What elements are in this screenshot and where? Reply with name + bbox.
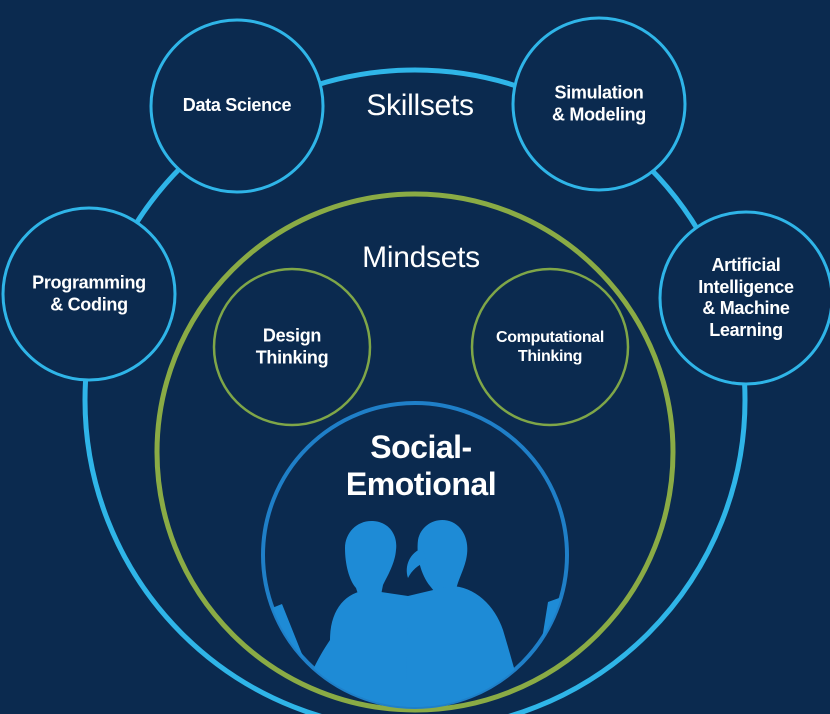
skillsets-title: Skillsets [366,89,474,122]
design-thinking-node [212,267,372,427]
ai-ml-node [658,210,830,386]
mindsets-title: Mindsets [362,241,480,274]
design-thinking-label: Design Thinking [255,325,329,367]
simulation-modeling-label: Simulation & Modeling [552,82,646,124]
computational-thinking-label: Computational Thinking [495,328,605,365]
social-emotional-title: Social- Emotional [345,429,497,502]
skillsets-ring [82,67,748,714]
ai-ml-label: Artificial Intelligence & Machine Learni… [698,254,794,340]
programming-coding-node [1,206,177,382]
data-science-node [149,18,325,194]
data-science-label: Data Science [182,95,292,116]
simulation-modeling-node [511,16,687,192]
programming-coding-label: Programming & Coding [32,272,146,314]
computational-thinking-node [470,267,630,427]
